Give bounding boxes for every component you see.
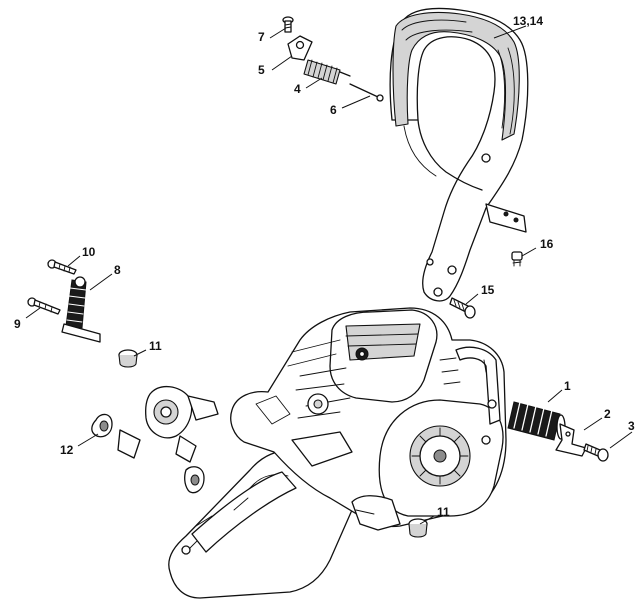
- callout-13-14: 13,14: [513, 14, 543, 28]
- screw-15: [449, 297, 476, 319]
- spring-damper-8: [61, 276, 101, 343]
- screw-16: [511, 251, 523, 267]
- screw-7: [282, 16, 294, 33]
- buffer-11-bottom: [408, 518, 428, 538]
- callout-4: 4: [294, 82, 301, 96]
- leader-lines: [25, 25, 633, 525]
- screw-10: [47, 259, 77, 275]
- callout-6: 6: [330, 103, 337, 117]
- screw-9: [27, 297, 61, 315]
- callout-3: 3: [628, 419, 635, 433]
- callout-7: 7: [258, 30, 265, 44]
- pin-6: [349, 83, 384, 102]
- clamp-5: [287, 35, 313, 61]
- callout-10: 10: [82, 245, 96, 259]
- callout-9: 9: [14, 317, 21, 331]
- callout-2: 2: [604, 407, 611, 421]
- screw-3: [583, 443, 609, 462]
- callout-8: 8: [114, 263, 121, 277]
- callout-1: 1: [564, 379, 571, 393]
- callout-11-bottom: 11: [437, 505, 450, 519]
- spring-4: [303, 59, 351, 85]
- front-handlebar: [389, 7, 529, 302]
- annular-buffer-12: [91, 386, 219, 494]
- callout-12: 12: [60, 443, 74, 457]
- spring-damper-1: [507, 401, 566, 441]
- chainsaw-powerhead: [168, 307, 507, 599]
- callout-5: 5: [258, 63, 265, 77]
- clip-2: [555, 423, 587, 457]
- buffer-11-left: [118, 349, 138, 368]
- callout-15: 15: [481, 283, 495, 297]
- callout-16: 16: [540, 237, 554, 251]
- callout-labels: 13,14 7 5 4 6 16 15 10 8 9 11 12 1 2 3 1…: [14, 14, 635, 519]
- callout-11-left: 11: [149, 339, 162, 353]
